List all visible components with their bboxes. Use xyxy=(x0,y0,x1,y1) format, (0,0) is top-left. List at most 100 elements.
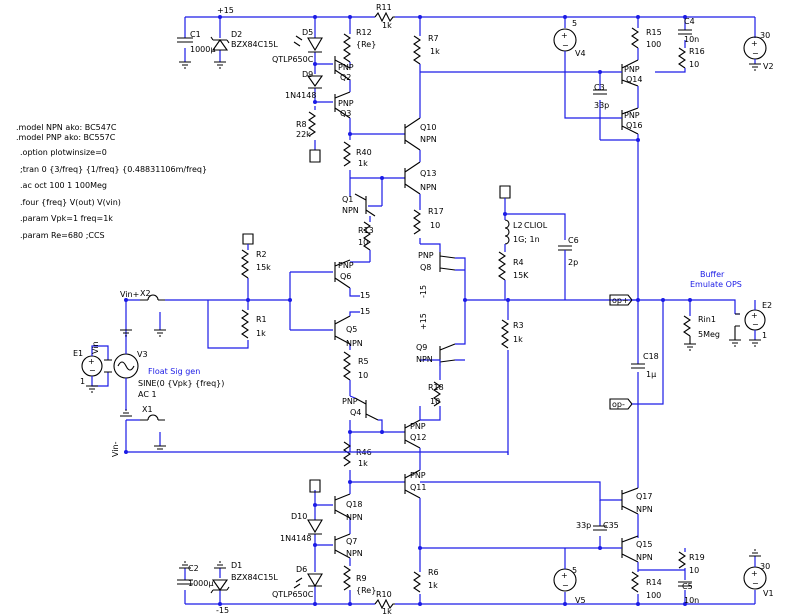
r11-name: R11 xyxy=(376,3,392,12)
buffer-label-2: Emulate OPS xyxy=(690,280,742,289)
v3-name: V3 xyxy=(137,350,148,359)
zener-D2: D2 BZX84C15L xyxy=(210,30,278,69)
op-minus-label: op- xyxy=(612,400,625,409)
capacitor-C5: C5 10n xyxy=(678,581,699,605)
resistor-R6: R6 1k xyxy=(413,568,439,593)
q7-type: NPN xyxy=(346,549,363,558)
e2-value: 1 xyxy=(762,331,767,340)
r16-name: R16 xyxy=(689,47,705,56)
v5-value: 5 xyxy=(572,566,577,575)
source-V1: +− 30 V1 xyxy=(743,549,774,598)
r8-value: 22k xyxy=(296,130,311,139)
vin-plus-label: Vin+ xyxy=(120,290,139,299)
r1-value: 1k xyxy=(256,329,266,338)
r13-name: R13 xyxy=(358,226,374,235)
capacitor-C35: 33p C35 xyxy=(576,500,619,548)
directive-3: ;tran 0 {3/freq} {1/freq} {0.48831106m/f… xyxy=(20,165,207,174)
q5-type: NPN xyxy=(346,339,363,348)
r2-value: 15k xyxy=(256,263,271,272)
q14-name: Q14 xyxy=(626,75,642,84)
source-V5: +− 5 V5 xyxy=(553,548,586,605)
e2-name: E2 xyxy=(762,301,772,310)
x1-name: X1 xyxy=(142,405,153,414)
c1-name: C1 xyxy=(190,30,201,39)
r10-value: 1k xyxy=(382,607,392,616)
r13-value: 10 xyxy=(358,238,368,247)
vin-minus-label: Vin- xyxy=(111,441,120,457)
directive-4: .ac oct 100 1 100Meg xyxy=(20,181,107,190)
resistor-R16: R16 10 xyxy=(655,47,705,73)
bottom-supply-rail xyxy=(184,566,756,606)
q7-name: Q7 xyxy=(346,537,357,546)
r46-value: 1k xyxy=(358,459,368,468)
q5-name: Q5 xyxy=(346,325,357,334)
r6-value: 1k xyxy=(428,581,438,590)
transistor-Q13: Q13 NPN xyxy=(349,134,437,210)
resistor-R15: R15 100 xyxy=(631,27,662,60)
d10-name: D10 xyxy=(291,512,307,521)
c1-value: 1000μ xyxy=(190,45,215,54)
plus15-label: +15 xyxy=(217,6,234,15)
d1-value: BZX84C15L xyxy=(231,573,278,582)
r18-value: 10 xyxy=(430,397,440,406)
lower-ccs-chain: D10 1N4148 D6 QTLP650C xyxy=(272,479,323,604)
source-V4: +− 5 V4 xyxy=(553,19,600,73)
r8-name: R8 xyxy=(296,120,307,129)
d6-name: D6 xyxy=(296,565,307,574)
transistor-Q16: PNP Q16 xyxy=(564,72,642,300)
resistor-R46: R46 1k xyxy=(343,441,372,482)
resistor-R11: R11 1k xyxy=(374,3,395,30)
q3-name: Q3 xyxy=(340,109,351,118)
spice-directives: .model NPN ako: BC547C .model PNP ako: B… xyxy=(16,123,207,240)
transistor-Q9: Q9 NPN +15 xyxy=(416,298,467,380)
capacitor-C2: C2 1000μ xyxy=(177,561,213,588)
svg-text:+: + xyxy=(561,31,568,40)
l2-tag: CLIOL xyxy=(524,221,548,230)
gen-title: Float Sig gen xyxy=(148,367,200,376)
e1-tag: Vin xyxy=(91,341,100,354)
q13-type: NPN xyxy=(420,183,437,192)
c3-value: 33p xyxy=(594,101,609,110)
transistor-Q10: Q10 NPN xyxy=(404,110,437,160)
d5-name: D5 xyxy=(302,28,313,37)
svg-text:−: − xyxy=(562,41,569,50)
q15-name: Q15 xyxy=(636,540,652,549)
q15-type: NPN xyxy=(636,553,653,562)
resistor-Rin1: Rin1 5Meg xyxy=(683,315,720,351)
resistor-R18: R18 10 xyxy=(420,381,444,421)
r14-value: 100 xyxy=(646,591,661,600)
directive-0: .model NPN ako: BC547C xyxy=(16,123,117,132)
q10-name: Q10 xyxy=(420,123,436,132)
q10-type: NPN xyxy=(420,135,437,144)
directive-1: .model PNP ako: BC557C xyxy=(16,133,116,142)
c35-value: 33p xyxy=(576,521,591,530)
l2-name: L2 xyxy=(513,221,523,230)
svg-text:−: − xyxy=(562,581,569,590)
c35-name: C35 xyxy=(603,521,619,530)
r4-value: 15K xyxy=(513,271,529,280)
v4-name: V4 xyxy=(575,49,586,58)
c18-name: C18 xyxy=(643,352,659,361)
directive-2: .option plotwinsize=0 xyxy=(20,148,107,157)
c3-name: C3 xyxy=(594,83,605,92)
vcvs-E1: +− E1 Vin 1 xyxy=(73,341,112,393)
capacitor-C3: C3 33p xyxy=(593,70,609,118)
inductor-L2: L2 CLIOL 1G; 1n xyxy=(499,185,566,252)
r18-name: R18 xyxy=(428,383,444,392)
r17-name: R17 xyxy=(428,207,444,216)
v1-value: 30 xyxy=(760,562,770,571)
d9-name: D9 xyxy=(302,70,313,79)
netlabel-op-plus: op+ xyxy=(609,294,640,306)
r17-value: 10 xyxy=(430,221,440,230)
svg-text:−: − xyxy=(89,366,96,375)
r15-name: R15 xyxy=(646,28,662,37)
transistor-Q6: PNP Q6 15 xyxy=(289,259,370,330)
r3-value: 1k xyxy=(513,335,523,344)
transistor-Q7: Q7 NPN xyxy=(315,533,363,566)
e1-name: E1 xyxy=(73,349,83,358)
c2-value: 1000μ xyxy=(188,579,213,588)
output-node: R3 1k xyxy=(465,298,638,455)
transistor-Q4: PNP Q4 xyxy=(342,395,405,452)
q8-name: Q8 xyxy=(420,263,431,272)
